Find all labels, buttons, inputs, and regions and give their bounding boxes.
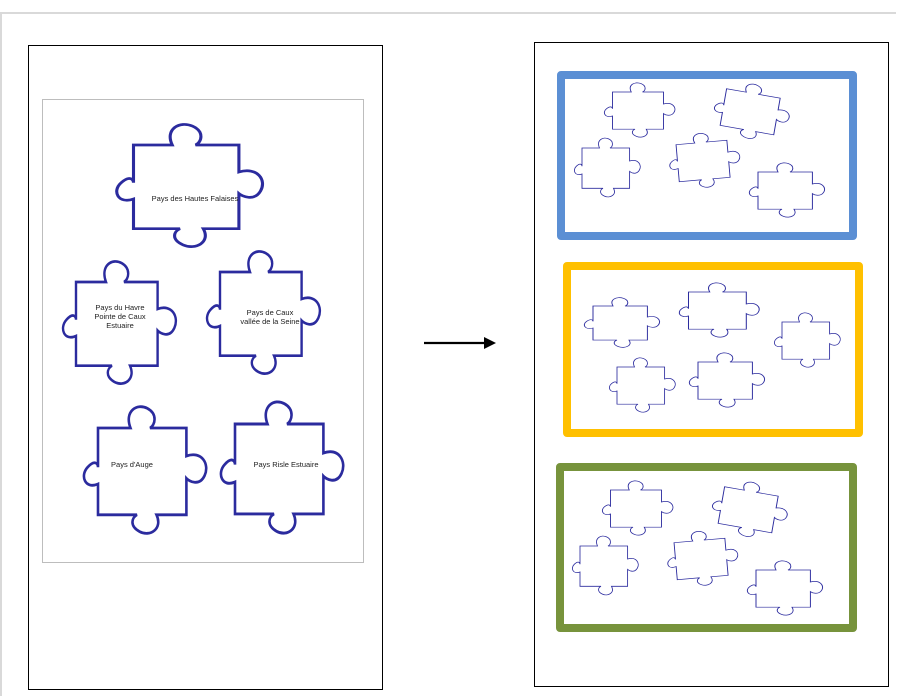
yellow-group-box (563, 262, 863, 437)
group-1-piece-2 (709, 77, 795, 146)
group-1-piece-1 (603, 82, 676, 138)
piece-label-caux-seine: Pays de Caux vallée de la Seine (240, 308, 300, 326)
blue-group-box (557, 71, 857, 240)
group-3-piece-1 (601, 480, 674, 536)
group-3-piece-5 (746, 560, 824, 616)
piece-label-auge: Pays d'Auge (111, 460, 153, 469)
piece-label-havre: Pays du Havre Pointe de Caux Estuaire (94, 303, 146, 330)
piece-auge (82, 405, 208, 535)
group-2-piece-5 (688, 352, 766, 408)
page-frame (0, 12, 896, 696)
group-1-piece-3 (574, 137, 641, 198)
group-3-piece-2 (707, 475, 793, 544)
group-1-piece-5 (748, 162, 826, 218)
group-3-piece-4 (664, 527, 741, 589)
piece-hautes-falaises (115, 122, 265, 249)
arrow-icon (424, 337, 496, 349)
group-1-piece-4 (666, 129, 743, 191)
group-2-piece-1 (583, 297, 661, 348)
group-2-piece-3 (774, 312, 841, 368)
group-2-piece-2 (678, 282, 760, 338)
group-3-piece-3 (572, 535, 639, 596)
piece-label-hautes-falaises: Pays des Hautes Falaises (151, 194, 239, 203)
piece-label-risle-estuaire: Pays Risle Estuaire (253, 460, 319, 469)
group-2-piece-4 (609, 357, 676, 413)
green-group-box (556, 463, 857, 632)
